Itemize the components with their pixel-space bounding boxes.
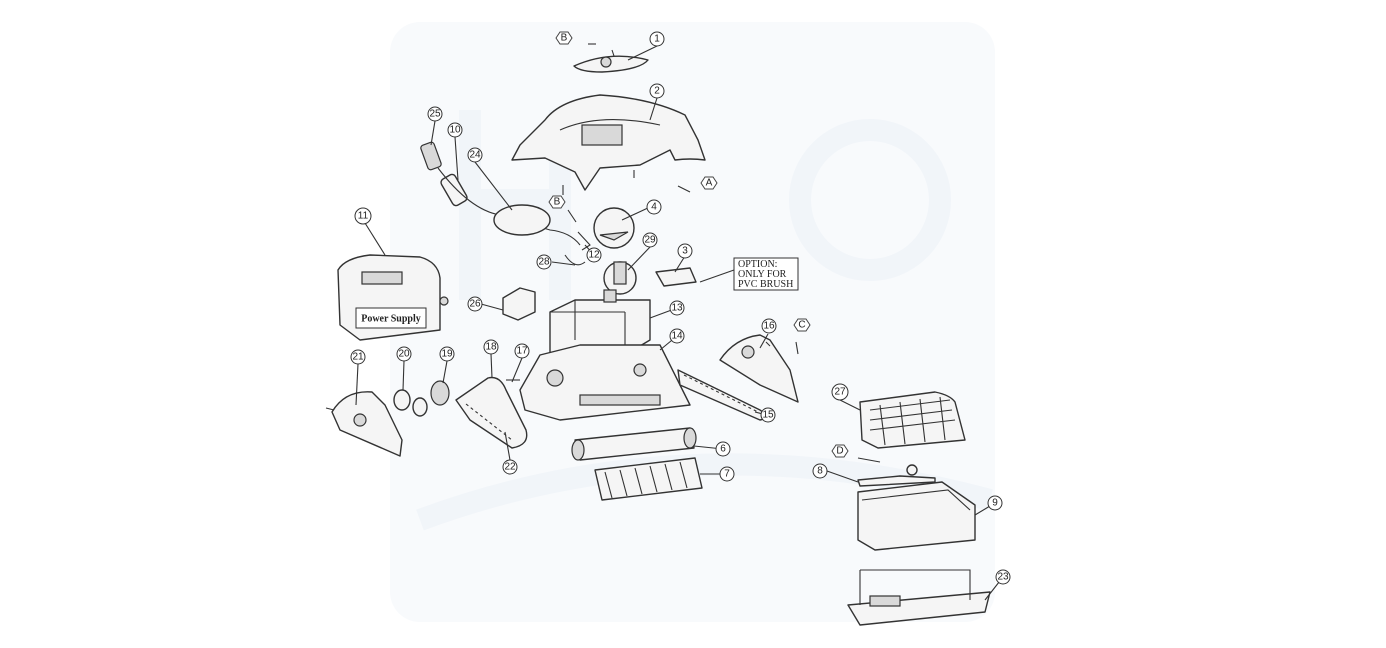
part-top-cap <box>573 49 649 73</box>
callout-7: 7 <box>719 466 735 482</box>
callout-3: 3 <box>677 243 693 259</box>
option-note-line1: OPTION: <box>738 259 777 270</box>
callout-4: 4 <box>646 199 662 215</box>
svg-text:2: 2 <box>654 86 660 97</box>
callout-27: 27 <box>831 383 849 401</box>
callout-24: 24 <box>467 147 483 163</box>
svg-text:10: 10 <box>449 125 461 136</box>
option-note-line3: PVC BRUSH <box>738 279 793 290</box>
svg-text:8: 8 <box>817 466 823 477</box>
svg-text:D: D <box>836 446 843 457</box>
part-8-clip <box>857 464 936 487</box>
callout-2: 2 <box>649 83 665 99</box>
hardware-label-b-mid: B <box>548 195 566 209</box>
hardware-label-c: C <box>793 318 811 332</box>
callout-15: 15 <box>760 407 776 423</box>
callout-18: 18 <box>483 339 499 355</box>
svg-text:23: 23 <box>997 572 1009 583</box>
svg-text:C: C <box>798 320 805 331</box>
part-26 <box>502 287 536 321</box>
part-right-side-panel <box>719 334 799 403</box>
svg-text:A: A <box>706 178 713 189</box>
callout-17: 17 <box>514 343 530 359</box>
svg-text:B: B <box>554 197 561 208</box>
svg-text:16: 16 <box>763 321 775 332</box>
callout-9: 9 <box>987 495 1003 511</box>
callout-29: 29 <box>642 232 658 248</box>
callout-12: 12 <box>586 247 602 263</box>
svg-text:15: 15 <box>762 410 774 421</box>
svg-text:14: 14 <box>671 331 683 342</box>
svg-text:4: 4 <box>651 202 657 213</box>
part-left-side-panel <box>331 391 403 457</box>
svg-text:6: 6 <box>720 444 726 455</box>
svg-text:25: 25 <box>429 109 441 120</box>
svg-text:21: 21 <box>352 352 364 363</box>
callout-23: 23 <box>995 569 1011 585</box>
svg-text:19: 19 <box>441 349 453 360</box>
part-power-supply: Power Supply <box>337 254 449 341</box>
part-caddy-frame <box>857 481 976 551</box>
option-note: OPTION: ONLY FOR PVC BRUSH <box>699 257 799 291</box>
callout-22: 22 <box>502 459 518 475</box>
callout-25: 25 <box>427 106 443 122</box>
hardware-label-group: B A B C D <box>548 31 849 458</box>
option-note-line2: ONLY FOR <box>738 269 787 280</box>
part-3-bracket <box>655 267 697 287</box>
callout-group: 1 2 3 4 6 7 8 9 10 11 12 13 14 15 16 17 … <box>350 31 1011 585</box>
part-filter-basket <box>859 391 966 449</box>
callout-21: 21 <box>350 349 366 365</box>
callout-28: 28 <box>536 254 552 270</box>
part-cable-assembly <box>420 141 591 266</box>
svg-text:27: 27 <box>834 387 846 398</box>
part-caddy-base <box>847 569 991 626</box>
part-brush <box>594 457 703 501</box>
callout-14: 14 <box>669 328 685 344</box>
svg-text:B: B <box>561 33 568 44</box>
svg-text:18: 18 <box>485 342 497 353</box>
hardware-label-d: D <box>831 444 849 458</box>
svg-text:13: 13 <box>671 303 683 314</box>
svg-text:7: 7 <box>724 469 730 480</box>
callout-19: 19 <box>439 346 455 362</box>
svg-text:12: 12 <box>588 250 600 261</box>
svg-text:24: 24 <box>469 150 481 161</box>
callout-16: 16 <box>761 318 777 334</box>
callout-20: 20 <box>396 346 412 362</box>
callout-26: 26 <box>467 296 483 312</box>
svg-text:29: 29 <box>644 235 656 246</box>
svg-text:28: 28 <box>538 257 550 268</box>
svg-text:17: 17 <box>516 346 528 357</box>
watermark <box>390 22 995 622</box>
svg-text:20: 20 <box>398 349 410 360</box>
callout-8: 8 <box>812 463 828 479</box>
callout-6: 6 <box>715 441 731 457</box>
callout-10: 10 <box>447 122 463 138</box>
part-4-detail <box>593 207 635 249</box>
part-wheels <box>393 380 450 417</box>
part-left-track <box>455 376 528 449</box>
svg-text:11: 11 <box>358 211 369 222</box>
callout-13: 13 <box>669 300 685 316</box>
svg-text:3: 3 <box>682 246 688 257</box>
callout-1: 1 <box>649 31 665 47</box>
power-supply-label: Power Supply <box>361 314 421 325</box>
svg-text:26: 26 <box>469 299 481 310</box>
hardware-label-a: A <box>700 176 718 190</box>
callout-11: 11 <box>354 207 372 225</box>
svg-text:22: 22 <box>504 462 516 473</box>
part-roller <box>571 427 697 461</box>
svg-text:9: 9 <box>992 498 998 509</box>
part-top-cover <box>511 94 706 195</box>
hardware-label-b-top: B <box>555 31 573 45</box>
svg-text:1: 1 <box>654 34 660 45</box>
